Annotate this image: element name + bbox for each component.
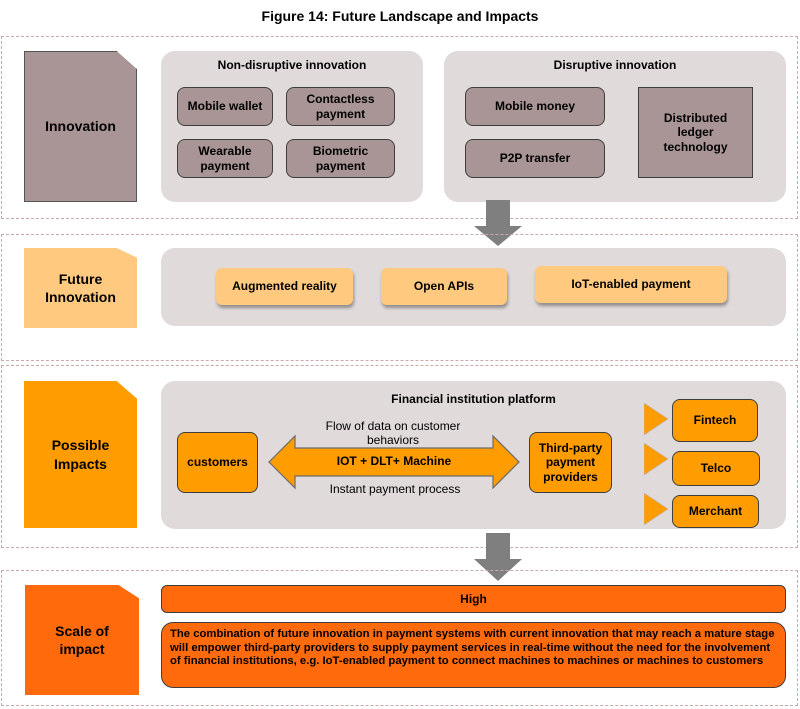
box-customers-text: customers bbox=[187, 455, 248, 470]
box-wearable-payment-text: Wearable payment bbox=[198, 144, 252, 173]
non-disruptive-title: Non-disruptive innovation bbox=[217, 58, 367, 72]
future-innovation-label: Future Innovation bbox=[24, 248, 137, 328]
non-disruptive-panel bbox=[161, 51, 423, 202]
box-p2p-transfer-text: P2P transfer bbox=[499, 151, 571, 166]
box-telco-text: Telco bbox=[700, 461, 732, 476]
scale-of-impact-label-text: Scale of impact bbox=[55, 622, 109, 657]
box-third-party-providers-text: Third-party payment providers bbox=[538, 440, 603, 484]
box-augmented-reality: Augmented reality bbox=[216, 268, 353, 305]
box-merchant-text: Merchant bbox=[688, 504, 743, 519]
box-mobile-wallet: Mobile wallet bbox=[177, 87, 273, 126]
section-possible-impacts bbox=[1, 365, 798, 548]
instant-payment-text: Instant payment process bbox=[329, 482, 461, 496]
flow-data-text: Flow of data on customer behaviors bbox=[325, 419, 461, 448]
box-mobile-money-text: Mobile money bbox=[494, 99, 575, 114]
box-biometric-payment-text: Biometric payment bbox=[312, 144, 369, 173]
box-iot-enabled-payment-text: IoT-enabled payment bbox=[571, 277, 691, 292]
impact-level-bar: High bbox=[161, 585, 786, 613]
financial-platform-title: Financial institution platform bbox=[391, 392, 556, 406]
innovation-label: Innovation bbox=[24, 51, 137, 202]
box-telco: Telco bbox=[672, 451, 760, 486]
triangle-icon bbox=[644, 493, 668, 525]
triangle-icon bbox=[644, 403, 668, 435]
box-augmented-reality-text: Augmented reality bbox=[232, 279, 337, 294]
box-mobile-wallet-text: Mobile wallet bbox=[187, 99, 263, 114]
box-mobile-money: Mobile money bbox=[465, 87, 605, 126]
box-fintech: Fintech bbox=[672, 399, 758, 442]
figure-title: Figure 14: Future Landscape and Impacts bbox=[261, 8, 539, 24]
innovation-label-text: Innovation bbox=[45, 118, 116, 135]
box-contactless-payment-text: Contactless payment bbox=[306, 92, 375, 121]
box-distributed-ledger-text: Distributed ledger technology bbox=[663, 110, 728, 154]
impact-description-box: The combination of future innovation in … bbox=[161, 622, 786, 688]
double-arrow-label: IOT + DLT+ Machine bbox=[336, 453, 452, 468]
down-arrow-icon bbox=[474, 200, 522, 246]
double-arrow-icon bbox=[268, 434, 520, 490]
box-distributed-ledger: Distributed ledger technology bbox=[638, 87, 753, 178]
box-open-apis-text: Open APIs bbox=[413, 279, 475, 294]
triangle-icon bbox=[644, 443, 668, 475]
box-wearable-payment: Wearable payment bbox=[177, 139, 273, 178]
scale-of-impact-label: Scale of impact bbox=[25, 585, 139, 695]
box-contactless-payment: Contactless payment bbox=[286, 87, 395, 126]
box-biometric-payment: Biometric payment bbox=[286, 139, 395, 178]
box-merchant: Merchant bbox=[672, 495, 759, 528]
box-iot-enabled-payment: IoT-enabled payment bbox=[535, 266, 727, 303]
box-open-apis: Open APIs bbox=[381, 268, 507, 305]
box-p2p-transfer: P2P transfer bbox=[465, 139, 605, 178]
possible-impacts-label-text: Possible Impacts bbox=[51, 437, 110, 472]
section-scale-of-impact bbox=[1, 570, 798, 706]
section-future-innovation bbox=[1, 234, 798, 361]
box-third-party-providers: Third-party payment providers bbox=[529, 432, 612, 493]
future-innovation-label-text: Future Innovation bbox=[45, 270, 116, 305]
disruptive-title: Disruptive innovation bbox=[553, 58, 677, 72]
box-fintech-text: Fintech bbox=[693, 413, 737, 428]
section-innovation bbox=[1, 36, 798, 219]
box-customers: customers bbox=[177, 432, 258, 493]
possible-impacts-label: Possible Impacts bbox=[24, 381, 137, 528]
impact-level-text: High bbox=[460, 591, 487, 606]
down-arrow-icon bbox=[474, 533, 522, 581]
impact-description-text: The combination of future innovation in … bbox=[170, 628, 775, 668]
